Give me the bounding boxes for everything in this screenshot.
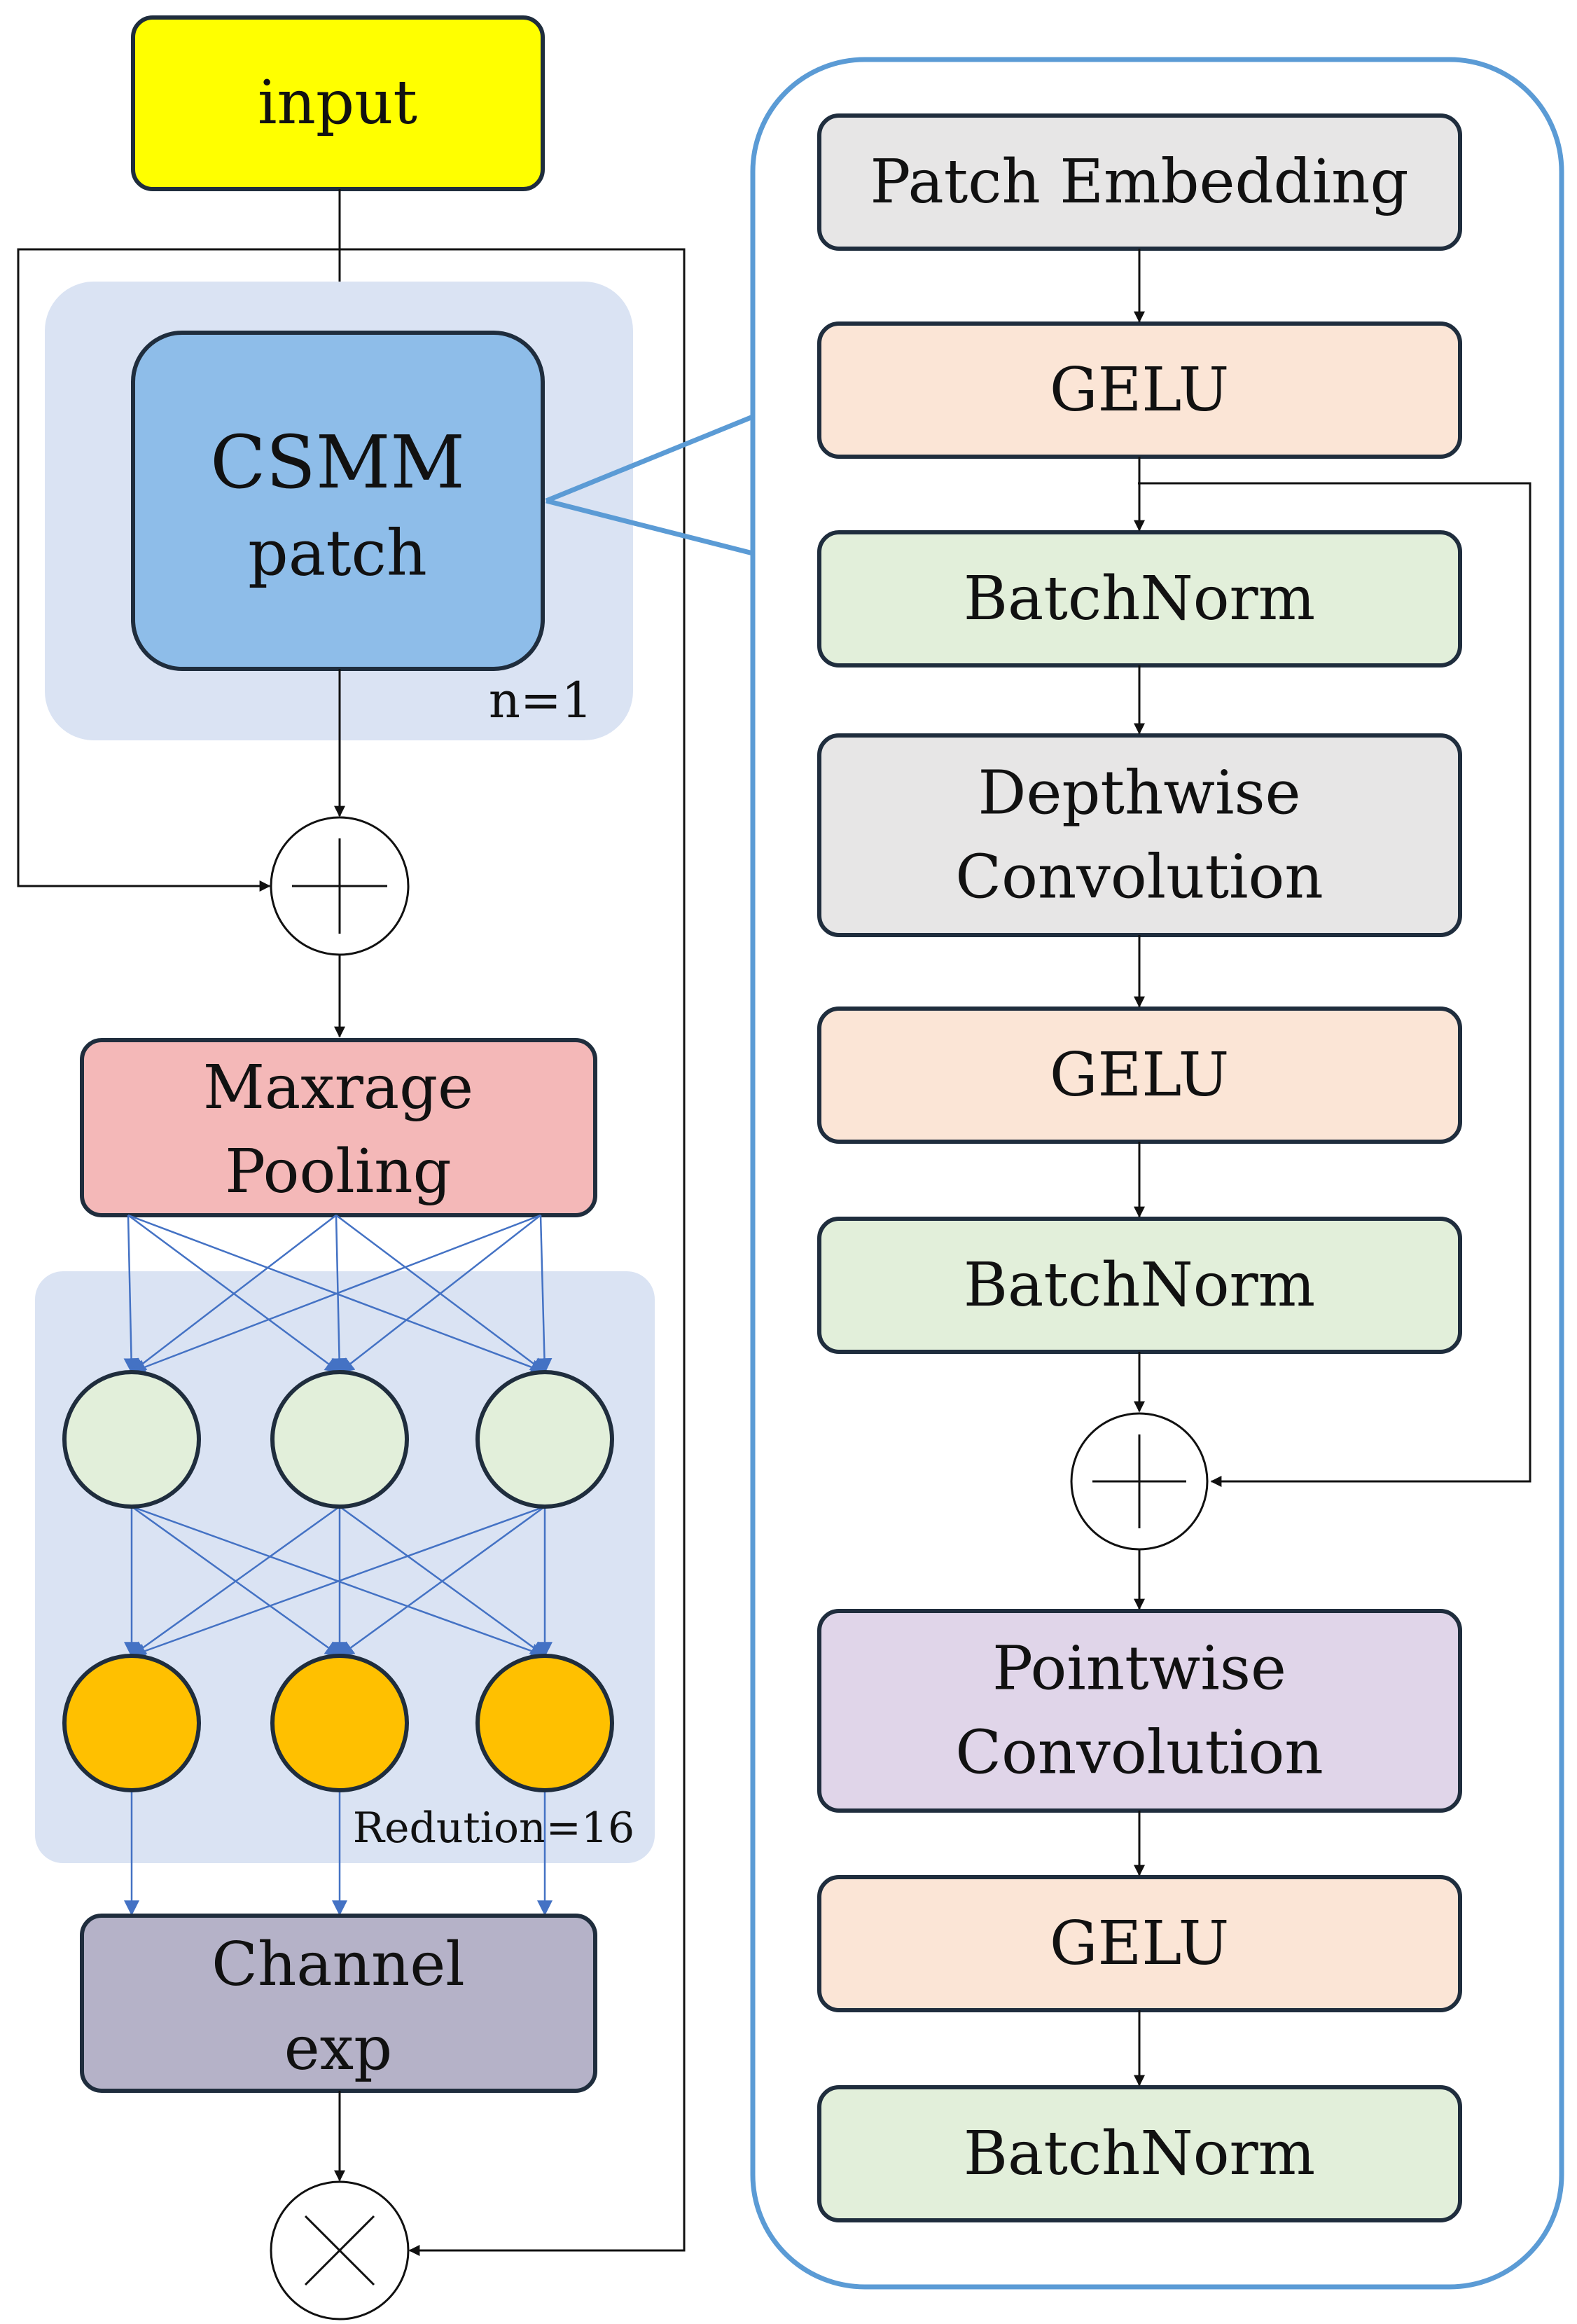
zoom-line-top (545, 414, 754, 504)
input-box (131, 15, 545, 191)
pooling-label-line1: Maxrage (203, 1053, 473, 1123)
mlp-edge (130, 1215, 337, 1374)
channel-label-line1: Channel (211, 1930, 465, 2000)
mlp-edge (130, 1214, 541, 1375)
batchnorm-box (817, 2085, 1462, 2222)
patch-embedding-label: Patch Embedding (870, 147, 1408, 217)
pointwise-convolution-label: Pointwise (992, 1634, 1286, 1704)
mlp-edge (123, 1215, 139, 1374)
csmm-detail-blocks: Patch EmbeddingGELUBatchNormDepthwiseCon… (817, 113, 1462, 2222)
gelu-label: GELU (1050, 1909, 1229, 1979)
depthwise-convolution-label: Convolution (955, 843, 1323, 913)
mlp-edge (130, 1505, 340, 1657)
mlp-output-node (270, 1654, 409, 1792)
csmm-label: CSMM (210, 420, 465, 505)
mlp-output-node (475, 1654, 614, 1792)
skip-connection-left (17, 248, 340, 892)
mlp-hidden-node (475, 1370, 614, 1509)
multiply-x-icon-b (304, 2215, 375, 2286)
batchnorm-label: BatchNorm (964, 564, 1315, 634)
mlp-edge (338, 1215, 541, 1374)
gelu-label: GELU (1050, 1040, 1229, 1110)
multiply-operator (270, 2180, 410, 2320)
mlp-output-node (62, 1654, 201, 1792)
input-label: input (258, 68, 417, 138)
mlp-nodes (62, 1370, 614, 1792)
mlp-hidden-node (270, 1370, 409, 1509)
csmm-detail-panel (750, 57, 1564, 2290)
mlp-edge (338, 1505, 546, 1657)
depthwise-convolution-label: Depthwise (978, 759, 1301, 829)
zoom-line-bottom (546, 498, 753, 556)
mlp-hidden-node (62, 1370, 201, 1509)
residual-connection (1138, 482, 1531, 1487)
pointwise-convolution-label: Convolution (955, 1718, 1323, 1788)
mlp-edge (130, 1505, 546, 1659)
max-average-pooling-box (80, 1038, 597, 1217)
repeat-count: n=1 (489, 672, 592, 729)
batchnorm-label: BatchNorm (964, 1250, 1315, 1320)
mlp-connections (123, 1214, 553, 1916)
mlp-edge (536, 1215, 553, 1374)
batchnorm-label: BatchNorm (964, 2119, 1315, 2189)
residual-add-operator (1070, 1412, 1209, 1551)
csmm-patch-box (131, 331, 545, 671)
csmm-sublabel: patch (248, 517, 427, 590)
channel-label-line2: exp (284, 2014, 392, 2084)
pooling-label-line2: Pooling (225, 1137, 451, 1207)
reduction-ratio: Redution=16 (353, 1804, 634, 1853)
skip-connection-right (340, 248, 686, 2256)
gelu-label: GELU (1050, 355, 1229, 425)
